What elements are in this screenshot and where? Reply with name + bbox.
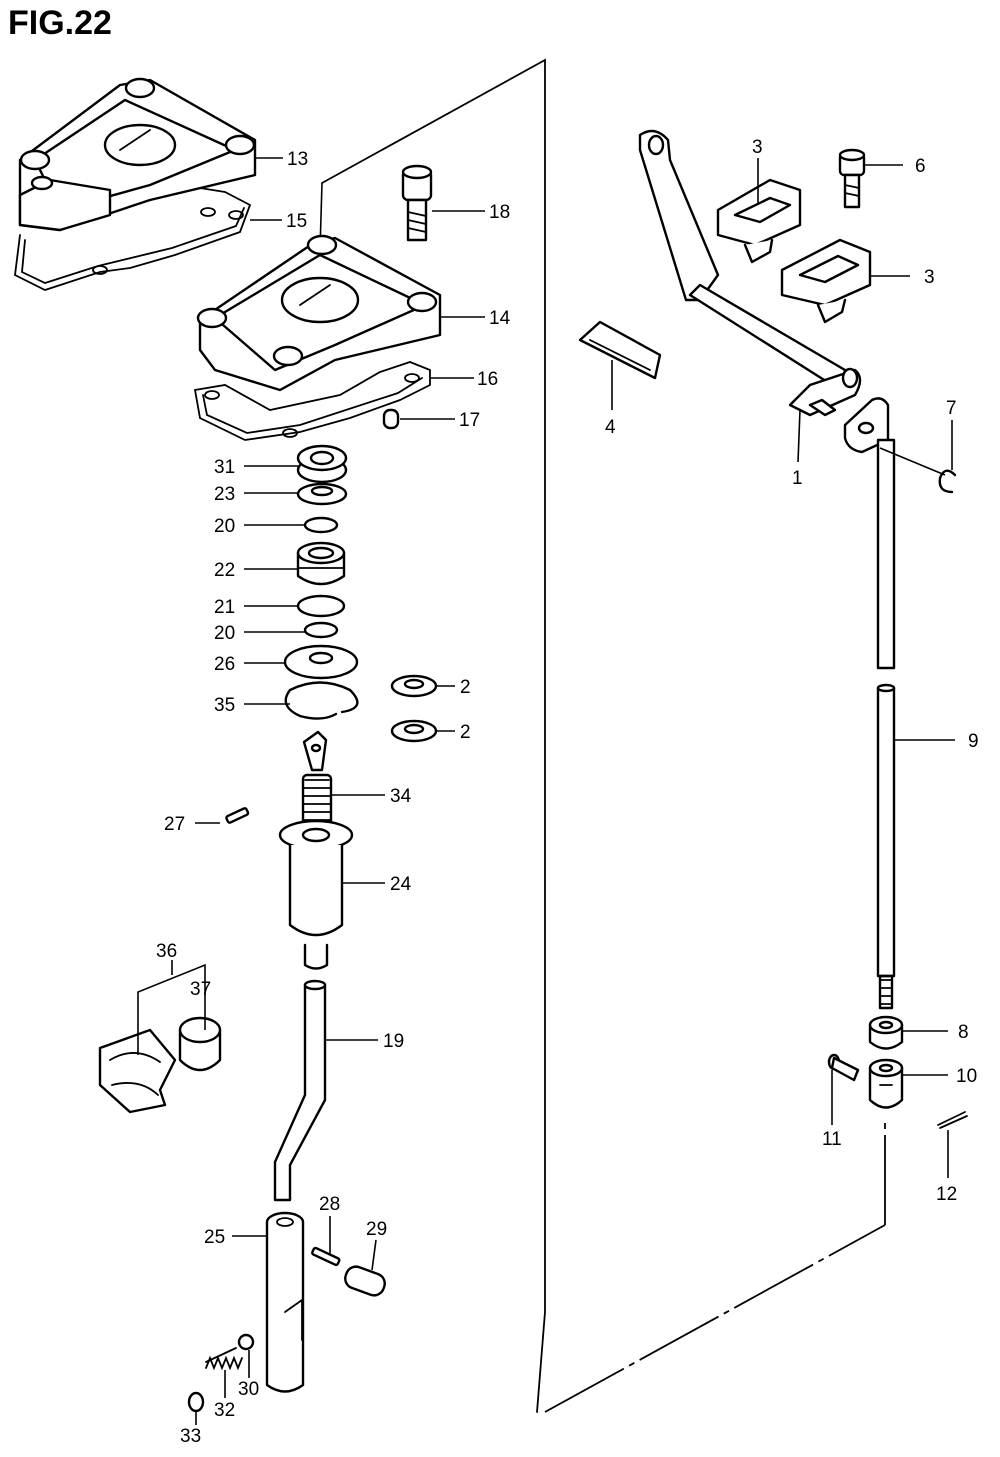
callout-labels: 13 15 18 14 16 17 31 23 20 22 21 20 26 3… xyxy=(156,137,979,1447)
part-8-nut xyxy=(868,1015,904,1050)
callout-27: 27 xyxy=(164,814,185,835)
leader-lines xyxy=(137,157,955,1425)
part-22-bushing xyxy=(296,541,346,586)
part-19-shift-rod xyxy=(273,979,327,1202)
callout-1: 1 xyxy=(792,468,803,489)
part-25-shift-shaft xyxy=(265,1211,305,1393)
figure-title: FIG.22 xyxy=(8,4,112,42)
part-9-shift-rod xyxy=(843,397,896,1010)
callout-34: 34 xyxy=(390,786,412,807)
part-21-oring xyxy=(296,594,346,618)
callout-12: 12 xyxy=(936,1184,957,1205)
callout-13: 13 xyxy=(287,149,308,170)
part-6-bolt xyxy=(838,148,866,209)
callout-10: 10 xyxy=(956,1066,977,1087)
part-32-spring xyxy=(205,1347,243,1371)
part-12-cotter-pin xyxy=(937,1111,968,1129)
callout-20-lower: 20 xyxy=(214,623,235,644)
callout-15: 15 xyxy=(286,211,307,232)
callout-16: 16 xyxy=(477,369,498,390)
part-3-bracket-upper xyxy=(716,178,802,264)
callout-8: 8 xyxy=(958,1022,969,1043)
part-11-clevis-pin xyxy=(827,1053,860,1082)
part-14-cover-lower xyxy=(196,234,442,392)
part-28-pin xyxy=(311,1246,341,1267)
callout-11: 11 xyxy=(822,1129,842,1150)
callout-2-lower: 2 xyxy=(460,722,471,743)
callout-18: 18 xyxy=(489,202,510,223)
callout-3-upper: 3 xyxy=(752,137,763,158)
callout-21: 21 xyxy=(214,597,235,618)
callout-19: 19 xyxy=(383,1031,404,1052)
callout-33: 33 xyxy=(180,1426,201,1447)
part-1-shift-lever xyxy=(638,129,862,417)
part-30-ball xyxy=(237,1333,255,1351)
panel-frame xyxy=(319,58,886,1413)
callout-37: 37 xyxy=(190,979,211,1000)
callout-6: 6 xyxy=(915,156,926,177)
callout-36: 36 xyxy=(156,941,177,962)
callout-30: 30 xyxy=(238,1379,259,1400)
callout-24: 24 xyxy=(390,874,412,895)
part-7-e-clip xyxy=(938,469,957,494)
part-3-bracket-lower xyxy=(780,238,872,324)
callout-20-upper: 20 xyxy=(214,516,235,537)
part-29-roller-pin xyxy=(344,1265,386,1297)
part-17-dowel-pin xyxy=(382,408,400,430)
part-36-clip xyxy=(98,1028,177,1114)
part-33-ball xyxy=(187,1391,205,1413)
part-26-plate-washer xyxy=(283,644,359,680)
part-23-washer xyxy=(296,482,348,506)
part-18-bolt xyxy=(401,164,433,242)
part-20-oring-lower xyxy=(303,621,339,639)
callout-26: 26 xyxy=(214,654,235,675)
callout-9: 9 xyxy=(968,731,979,752)
callout-23: 23 xyxy=(214,484,235,505)
part-31-bearing xyxy=(296,444,348,484)
callout-4: 4 xyxy=(605,417,616,438)
part-2-washer-upper xyxy=(390,674,438,698)
part-20-oring-upper xyxy=(303,516,339,534)
callout-29: 29 xyxy=(366,1219,387,1240)
part-4-cover-clip xyxy=(578,320,662,380)
part-10-rod-joint xyxy=(868,1058,904,1109)
part-35-circlip xyxy=(284,681,359,720)
part-24-sleeve xyxy=(278,819,354,970)
callout-28: 28 xyxy=(319,1194,340,1215)
callout-22: 22 xyxy=(214,560,235,581)
callout-14: 14 xyxy=(489,308,511,329)
part-13-cover-upper xyxy=(18,77,257,232)
callout-25: 25 xyxy=(204,1227,225,1248)
part-27-pin xyxy=(225,807,250,824)
callout-7: 7 xyxy=(946,398,957,419)
part-34-spring-link xyxy=(301,730,333,835)
callout-17: 17 xyxy=(459,410,480,431)
callout-35: 35 xyxy=(214,695,235,716)
part-15-gasket-upper xyxy=(14,187,252,291)
callout-32: 32 xyxy=(214,1400,235,1421)
part-2-washer-lower xyxy=(390,719,438,743)
callout-31: 31 xyxy=(214,457,235,478)
callout-2-upper: 2 xyxy=(460,677,471,698)
callout-3-lower: 3 xyxy=(924,267,935,288)
part-37-roller xyxy=(178,1016,222,1072)
